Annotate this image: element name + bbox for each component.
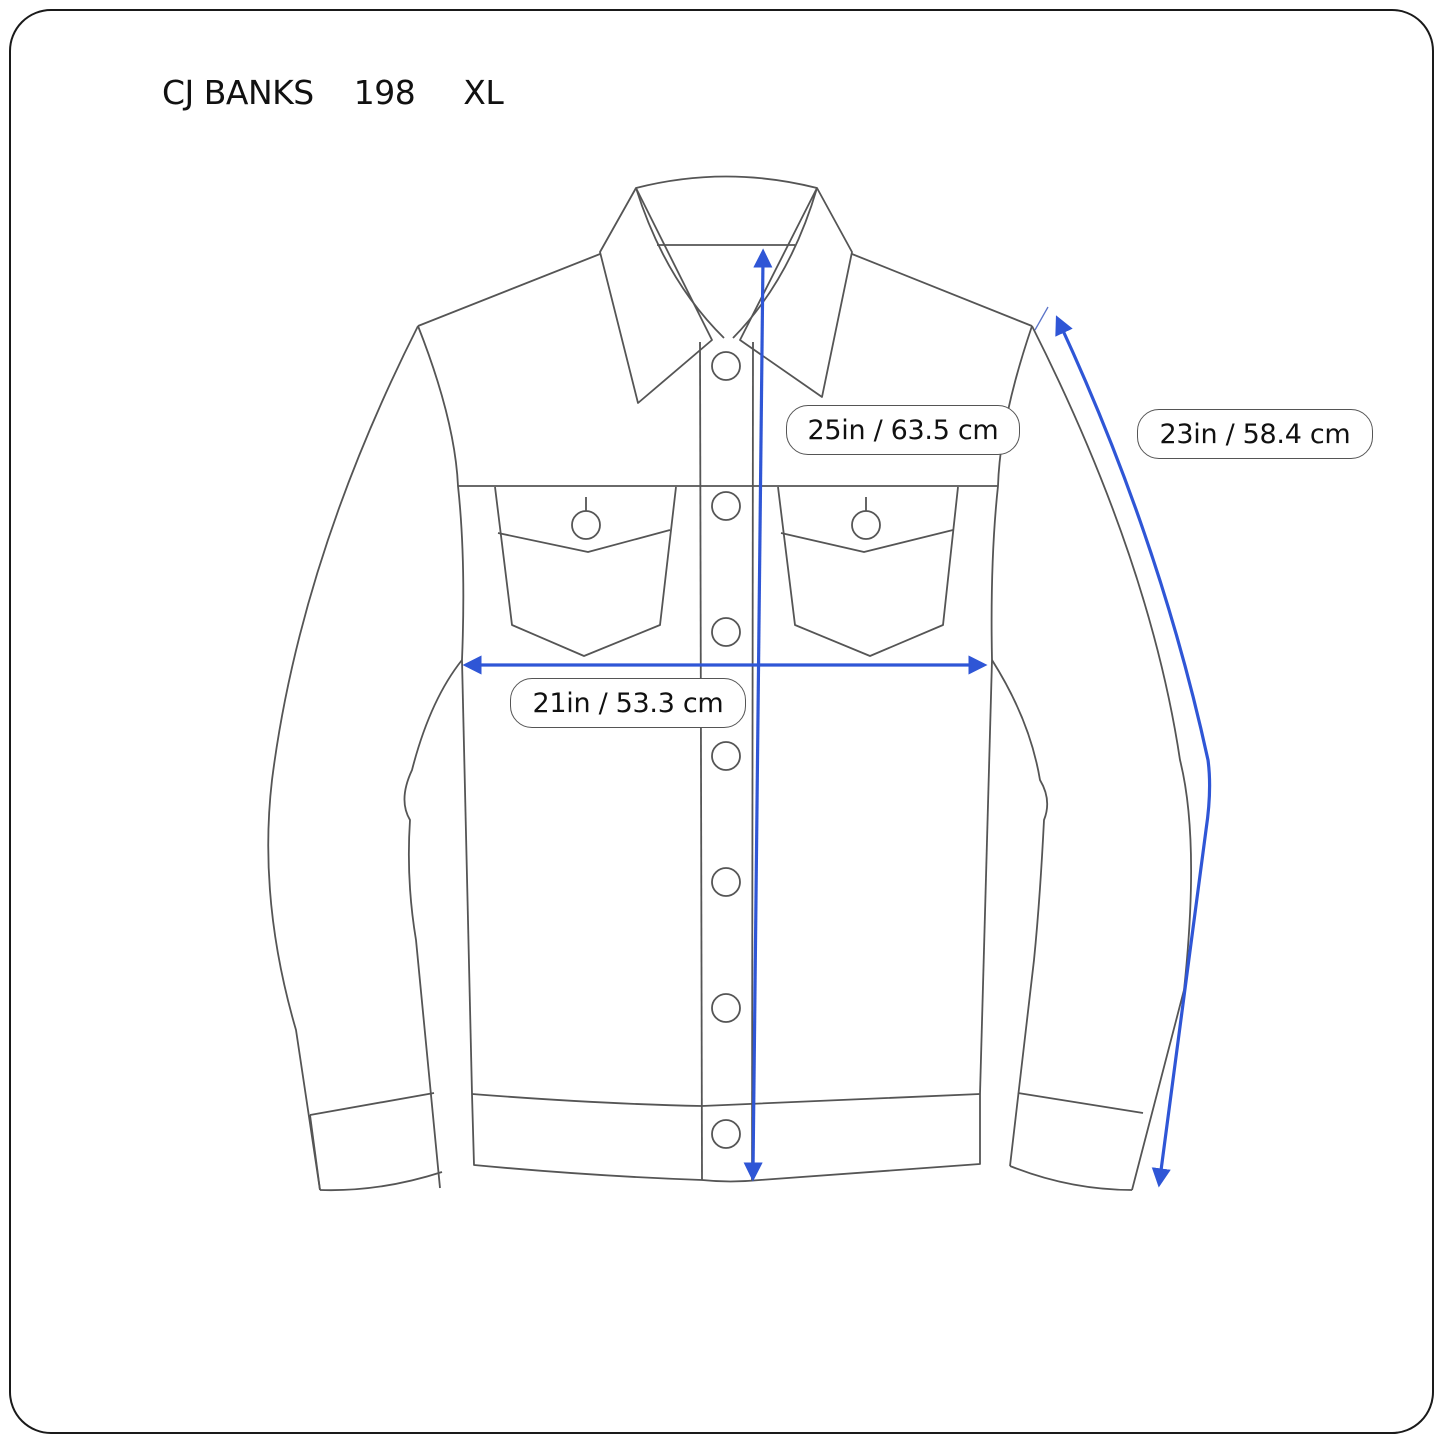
- right-body-side: [979, 659, 993, 1095]
- left-pocket-flap: [497, 529, 671, 553]
- waistband-top: [471, 1093, 981, 1107]
- left-cuff-bottom: [319, 1171, 443, 1192]
- placket-button: [711, 491, 741, 521]
- collar-left-inner: [635, 187, 725, 339]
- right-armhole: [990, 325, 1033, 661]
- style-number: 198: [353, 73, 416, 112]
- placket-button: [711, 867, 741, 897]
- right-shoulder: [851, 253, 1033, 327]
- left-sleeve-outer: [267, 325, 419, 1191]
- placket-button: [711, 1119, 741, 1149]
- jacket-outline: [267, 175, 1193, 1192]
- left-pocket: [494, 486, 677, 657]
- placket-button: [711, 741, 741, 771]
- placket-left: [699, 341, 703, 1181]
- length-arrow: [743, 248, 773, 1182]
- card-frame: [9, 9, 1434, 1434]
- left-pocket-button: [571, 510, 601, 540]
- placket-button: [711, 617, 741, 647]
- right-pocket-flap: [780, 529, 954, 553]
- right-cuff-bottom: [1009, 1165, 1133, 1191]
- sleeve-arrow: [1055, 315, 1212, 1188]
- length-measurement-label: 25in / 63.5 cm: [786, 405, 1020, 455]
- sleeve-measurement-label: 23in / 58.4 cm: [1137, 409, 1373, 459]
- left-shoulder: [417, 253, 601, 327]
- sleeve-start-tick: [1034, 306, 1049, 331]
- left-cuff-seam: [309, 1092, 435, 1116]
- size-label: XL: [463, 73, 504, 112]
- collar-left-point: [599, 187, 713, 404]
- right-pocket-button: [851, 510, 881, 540]
- chest-measurement-label: 21in / 53.3 cm: [510, 678, 746, 728]
- right-cuff-seam: [1017, 1092, 1144, 1114]
- header: CJ BANKS 198 XL: [142, 34, 504, 112]
- waistband-bottom: [471, 1093, 981, 1183]
- collar-right-inner: [732, 187, 818, 339]
- placket-button: [711, 993, 741, 1023]
- left-armhole: [417, 325, 465, 661]
- right-sleeve-inner: [991, 659, 1049, 1167]
- collar-top: [635, 175, 818, 189]
- left-body-side: [461, 659, 473, 1095]
- measurement-arrows: [462, 248, 1212, 1188]
- brand-name: CJ BANKS: [161, 73, 314, 112]
- placket-button: [711, 351, 741, 381]
- left-sleeve-inner: [403, 659, 463, 1189]
- collar-right-point: [739, 187, 853, 398]
- right-pocket: [777, 486, 959, 657]
